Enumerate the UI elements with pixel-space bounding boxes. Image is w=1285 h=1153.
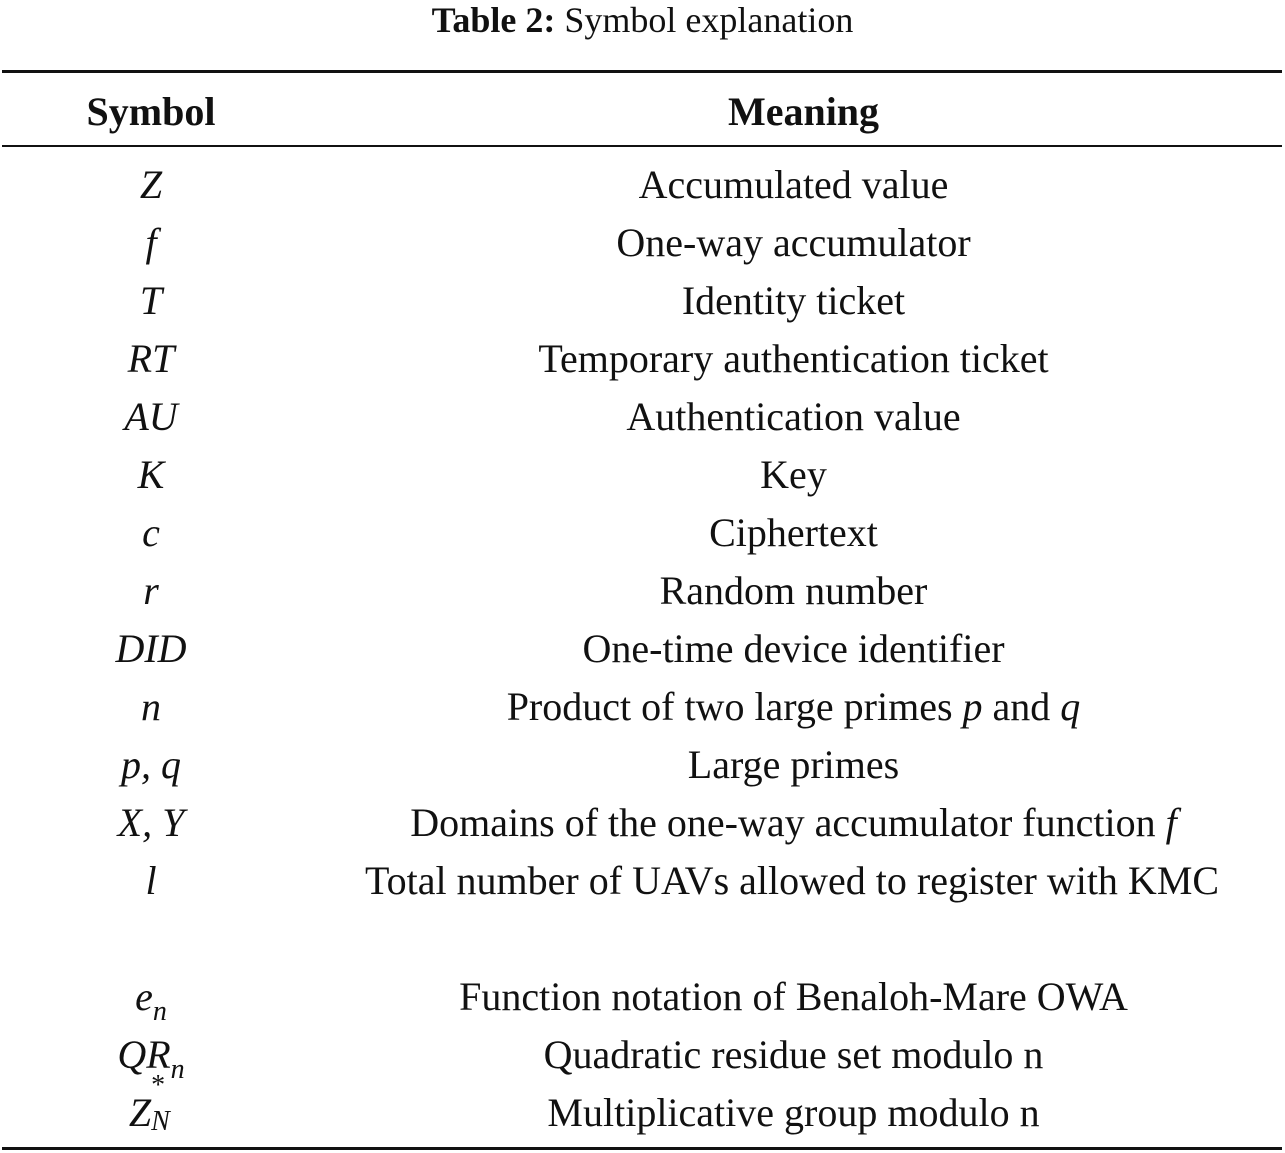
meaning-text: Domains of the one-way accumulator funct… [410, 800, 1166, 845]
symbol-cell: DID [115, 626, 187, 671]
symbol-cell: f [145, 220, 157, 265]
symbol-cell: T [139, 278, 163, 323]
header-rule [2, 145, 1282, 147]
meaning-cell: Identity ticket [681, 278, 906, 323]
meaning-math: p [962, 684, 983, 729]
meaning-cell: Accumulated value [638, 162, 949, 207]
symbol-scripts: *N [151, 1072, 173, 1136]
header-meaning: Meaning [727, 89, 880, 134]
symbol-cell: r [143, 568, 159, 613]
symbol-cell: l [145, 858, 157, 903]
symbol-cell: p, q [121, 742, 181, 787]
table-row: AU Authentication value [0, 388, 1285, 446]
meaning-cell: Domains of the one-way accumulator funct… [302, 794, 1285, 852]
table-row: DID One-time device identifier [0, 620, 1285, 678]
table-row: K Key [0, 446, 1285, 504]
symbol-cell: K [137, 452, 165, 497]
meaning-cell: Total number of UAVs allowed to register… [364, 858, 1220, 903]
table-row: Z*N Multiplicative group modulo n [0, 1072, 1285, 1142]
table-row: X, Y Domains of the one-way accumulator … [0, 794, 1285, 852]
symbol-cell: Z [139, 162, 163, 207]
symbol-superscript: * [151, 1070, 166, 1101]
table-row: n Product of two large primes p and q [0, 678, 1285, 736]
table-row: RT Temporary authentication ticket [0, 330, 1285, 388]
meaning-math: q [1060, 684, 1081, 729]
meaning-cell: One-time device identifier [582, 626, 1005, 671]
meaning-cell: Multiplicative group modulo n [547, 1090, 1040, 1135]
header-symbol: Symbol [86, 89, 216, 134]
meaning-cell: Ciphertext [709, 510, 878, 555]
meaning-cell: Temporary authentication ticket [538, 336, 1049, 381]
table-row: l Total number of UAVs allowed to regist… [0, 852, 1285, 968]
meaning-text: and [982, 684, 1061, 729]
caption-label: Table 2: [431, 0, 556, 40]
top-rule [2, 70, 1282, 73]
table-body: Z Accumulated value f One-way accumulato… [0, 156, 1285, 1142]
symbol-cell: AU [124, 394, 178, 439]
meaning-cell: One-way accumulator [616, 220, 971, 265]
symbol-cell: c [142, 510, 160, 555]
symbol-base: QR [117, 1032, 171, 1077]
symbol-cell: en [0, 968, 302, 1041]
meaning-cell: Large primes [687, 742, 900, 787]
symbol-cell: Z*N [0, 1072, 302, 1142]
table-caption: Table 2: Symbol explanation [0, 0, 1285, 40]
symbol-cell: n [141, 684, 161, 729]
meaning-cell: Authentication value [626, 394, 961, 439]
symbol-subscript: n [152, 996, 167, 1027]
symbol-base: Z [128, 1090, 152, 1135]
meaning-cell: Key [760, 452, 827, 497]
table-header: Symbol Meaning [0, 86, 1285, 138]
symbol-subscript: N [151, 1106, 170, 1137]
table-row: T Identity ticket [0, 272, 1285, 330]
table-row: c Ciphertext [0, 504, 1285, 562]
meaning-cell: Quadratic residue set modulo n [543, 1032, 1044, 1077]
meaning-cell: Random number [659, 568, 928, 613]
table-row: en Function notation of Benaloh-Mare OWA [0, 968, 1285, 1027]
symbol-subscript: n [170, 1054, 185, 1085]
meaning-cell: Function notation of Benaloh-Mare OWA [459, 974, 1128, 1019]
table-row: p, q Large primes [0, 736, 1285, 794]
table-row: r Random number [0, 562, 1285, 620]
meaning-math: f [1165, 800, 1177, 845]
bottom-rule [2, 1147, 1282, 1150]
symbol-base: e [135, 974, 153, 1019]
meaning-text: Product of two large primes [506, 684, 963, 729]
table-row: QRn Quadratic residue set modulo n [0, 1026, 1285, 1085]
symbol-cell: RT [127, 336, 175, 381]
table-row: Z Accumulated value [0, 156, 1285, 214]
caption-text: Symbol explanation [555, 0, 854, 40]
table-row: f One-way accumulator [0, 214, 1285, 272]
symbol-cell: QRn [0, 1026, 302, 1099]
meaning-cell: Product of two large primes p and q [302, 678, 1285, 736]
symbol-cell: X, Y [117, 800, 185, 845]
